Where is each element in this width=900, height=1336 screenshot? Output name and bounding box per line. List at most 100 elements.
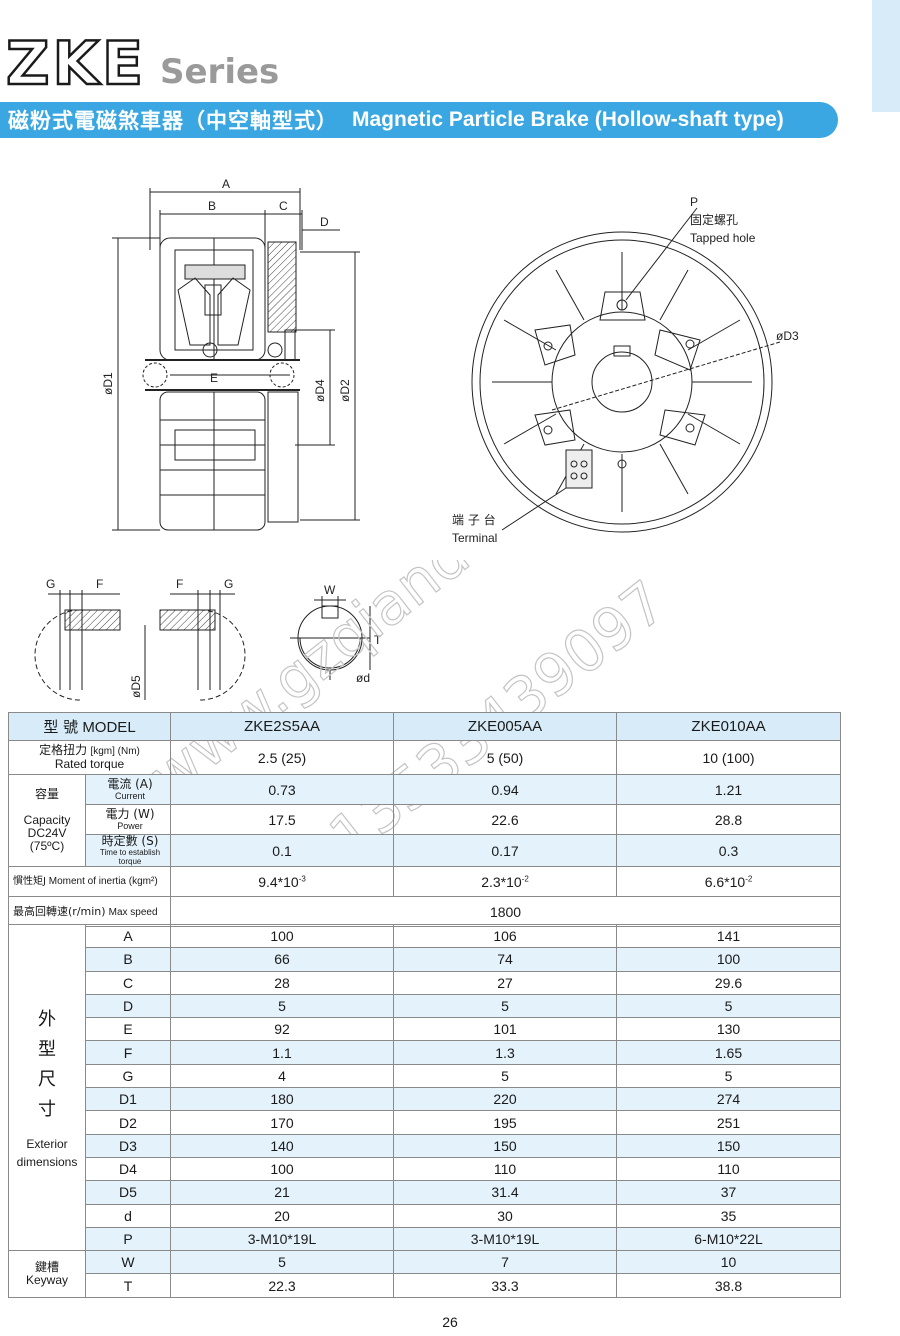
dim-D3-3: 150 xyxy=(616,1133,841,1158)
label-D4: øD4 xyxy=(313,379,327,402)
inertia-label: 慣性矩J Moment of inertia (kgm²) xyxy=(7,866,172,897)
dim-D5-2: 31.4 xyxy=(393,1180,617,1205)
dim-A-2: 106 xyxy=(393,923,617,949)
label-E: E xyxy=(210,371,218,385)
front-view-drawing xyxy=(471,207,781,533)
dim-key-B: B xyxy=(85,947,171,972)
label-D1: øD1 xyxy=(101,372,115,395)
brand-series: Series xyxy=(160,52,280,92)
inertia-1: 9.4*10-3 xyxy=(170,866,395,897)
brand-header: ZKE Series xyxy=(5,33,280,96)
dim-key-P: P xyxy=(85,1226,171,1252)
max-speed-label: 最高回轉速(r/min) Max speed xyxy=(7,896,172,927)
model-3: ZKE010AA xyxy=(616,712,842,741)
max-speed-row: 最高回轉速(r/min) Max speed 1800 xyxy=(7,896,842,927)
power-2: 22.6 xyxy=(393,804,618,835)
dim-B-3: 100 xyxy=(616,947,841,972)
time-row: 時定數 (S) Time to establish torque 0.1 0.1… xyxy=(9,834,842,867)
keyway-W-3: 10 xyxy=(616,1250,841,1275)
dim-key-F: F xyxy=(85,1040,171,1065)
dim-key-A: A xyxy=(85,923,171,949)
drawings-svg: A B C D E øD1 øD2 øD4 xyxy=(34,177,799,701)
inertia-3: 6.6*10-2 xyxy=(616,866,842,897)
dim-C-1: 28 xyxy=(170,970,394,995)
keyway-T-1: 22.3 xyxy=(170,1273,394,1298)
dim-D5-3: 37 xyxy=(616,1180,841,1205)
spec-table: 型 號 MODEL ZKE2S5AA ZKE005AA ZKE010AA 定格扭… xyxy=(7,712,842,927)
label-B: B xyxy=(208,199,216,213)
detail-keyway-drawing xyxy=(290,596,371,680)
keyway-W-2: 7 xyxy=(393,1250,617,1275)
dim-key-D: D xyxy=(85,993,171,1019)
dim-G-1: 4 xyxy=(170,1063,394,1089)
dim-D-1: 5 xyxy=(170,993,394,1019)
time-1: 0.1 xyxy=(170,834,395,867)
current-2: 0.94 xyxy=(393,774,618,805)
dim-E-1: 92 xyxy=(170,1017,394,1042)
dim-F-1: 1.1 xyxy=(170,1040,394,1065)
dim-key-G: G xyxy=(85,1063,171,1089)
dim-D4-1: 100 xyxy=(170,1156,394,1182)
dim-key-D1: D1 xyxy=(85,1087,171,1112)
dim-P-3: 6-M10*22L xyxy=(616,1226,841,1252)
label-T: T xyxy=(374,633,382,647)
current-row: 容量 Capacity DC24V (75ºC) 電流 (A) Current … xyxy=(8,774,842,867)
time-2: 0.17 xyxy=(393,834,618,867)
label-F-left: F xyxy=(96,577,103,591)
rated-torque-1: 2.5 (25) xyxy=(170,740,395,775)
title-en: Magnetic Particle Brake (Hollow-shaft ty… xyxy=(352,108,784,131)
dim-D1-1: 180 xyxy=(170,1087,394,1112)
time-3: 0.3 xyxy=(616,834,842,867)
dim-E-2: 101 xyxy=(393,1017,617,1042)
dim-D4-3: 110 xyxy=(616,1156,841,1182)
dim-P-1: 3-M10*19L xyxy=(170,1226,394,1252)
side-view-drawing xyxy=(112,188,360,531)
dim-key-D3: D3 xyxy=(85,1133,171,1158)
dim-B-2: 74 xyxy=(393,947,617,972)
dim-B-1: 66 xyxy=(170,947,394,972)
dim-D1-3: 274 xyxy=(616,1087,841,1112)
page-number: 26 xyxy=(442,1314,458,1330)
dim-key-C: C xyxy=(85,970,171,995)
dim-D1-2: 220 xyxy=(393,1087,617,1112)
dim-d-2: 30 xyxy=(393,1203,617,1228)
dim-P-2: 3-M10*19L xyxy=(393,1226,617,1252)
dim-G-2: 5 xyxy=(393,1063,617,1089)
dim-G-3: 5 xyxy=(616,1063,841,1089)
keyway-T-2: 33.3 xyxy=(393,1273,617,1298)
dim-F-3: 1.65 xyxy=(616,1040,841,1065)
label-W: W xyxy=(324,583,336,597)
dim-d-3: 35 xyxy=(616,1203,841,1228)
dim-A-1: 100 xyxy=(170,923,394,949)
dim-key-d: d xyxy=(85,1203,171,1228)
dim-D2-2: 195 xyxy=(393,1110,617,1135)
label-F-right: F xyxy=(176,577,183,591)
dim-D3-1: 140 xyxy=(170,1133,394,1158)
dim-key-D5: D5 xyxy=(85,1180,171,1205)
dim-key-D2: D2 xyxy=(85,1110,171,1135)
dim-E-3: 130 xyxy=(616,1017,841,1042)
power-1: 17.5 xyxy=(170,804,395,835)
side-tab xyxy=(872,0,900,112)
rated-torque-3: 10 (100) xyxy=(616,740,842,775)
label-d: ød xyxy=(356,671,370,685)
keyway-T-3: 38.8 xyxy=(616,1273,841,1298)
label-D: D xyxy=(320,215,329,229)
dim-C-2: 27 xyxy=(393,970,617,995)
dim-D4-2: 110 xyxy=(393,1156,617,1182)
label-D5: øD5 xyxy=(129,675,143,698)
capacity-label: 容量 Capacity DC24V (75ºC) xyxy=(8,774,86,867)
